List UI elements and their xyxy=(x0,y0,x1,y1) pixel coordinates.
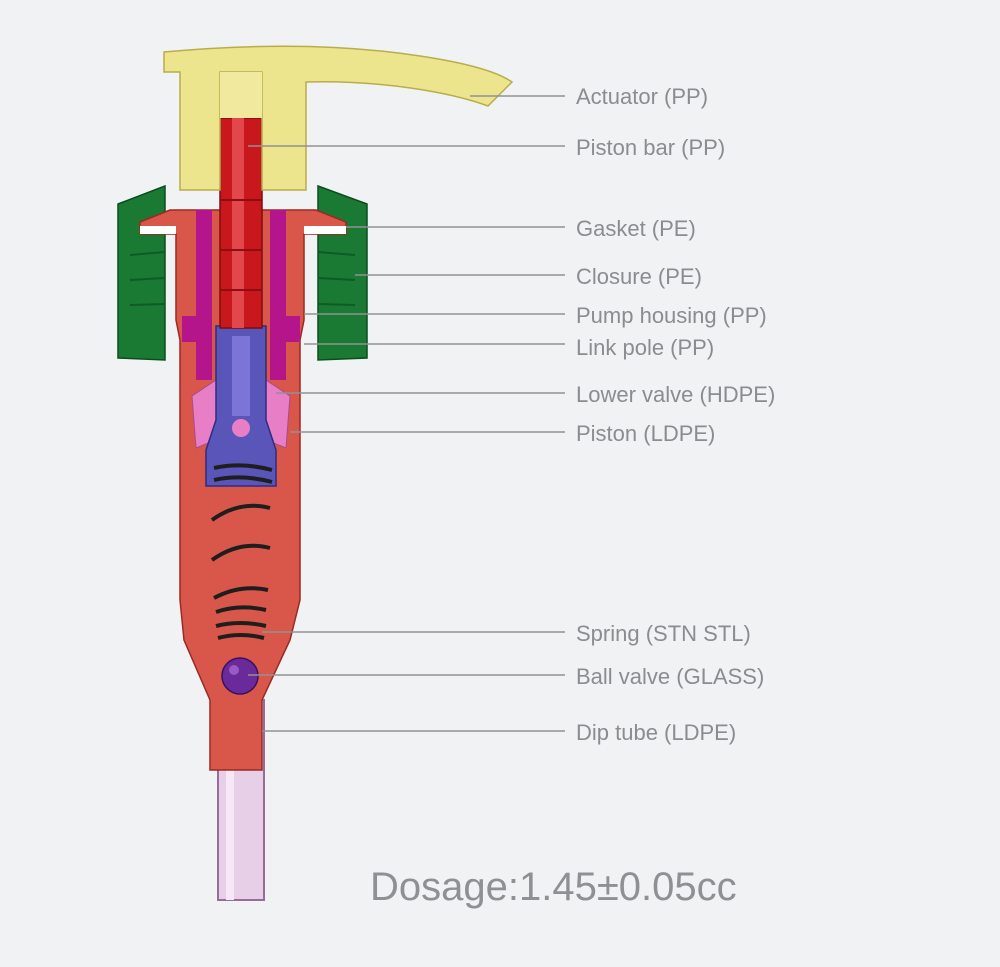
part-labels: Actuator (PP) Piston bar (PP) Gasket (PE… xyxy=(576,84,775,745)
link-pole-shape xyxy=(182,210,300,380)
label-spring: Spring (STN STL) xyxy=(576,621,751,646)
dosage-text: Dosage:1.45±0.05cc xyxy=(370,865,737,909)
label-ball-valve: Ball valve (GLASS) xyxy=(576,664,764,689)
label-actuator: Actuator (PP) xyxy=(576,84,708,109)
label-lower-valve: Lower valve (HDPE) xyxy=(576,382,775,407)
label-piston: Piston (LDPE) xyxy=(576,421,715,446)
actuator-shape xyxy=(163,45,514,191)
label-piston-bar: Piston bar (PP) xyxy=(576,135,725,160)
label-pump-housing: Pump housing (PP) xyxy=(576,303,767,328)
leader-lines xyxy=(248,95,565,732)
label-gasket: Gasket (PE) xyxy=(576,216,696,241)
ball-valve-shape xyxy=(221,657,259,695)
label-dip-tube: Dip tube (LDPE) xyxy=(576,720,736,745)
label-link-pole: Link pole (PP) xyxy=(576,335,714,360)
spring-shape xyxy=(210,463,273,640)
label-closure: Closure (PE) xyxy=(576,264,702,289)
gasket-shape xyxy=(140,226,346,234)
piston-bar-shape xyxy=(219,117,263,329)
lower-valve-shape xyxy=(205,325,277,487)
